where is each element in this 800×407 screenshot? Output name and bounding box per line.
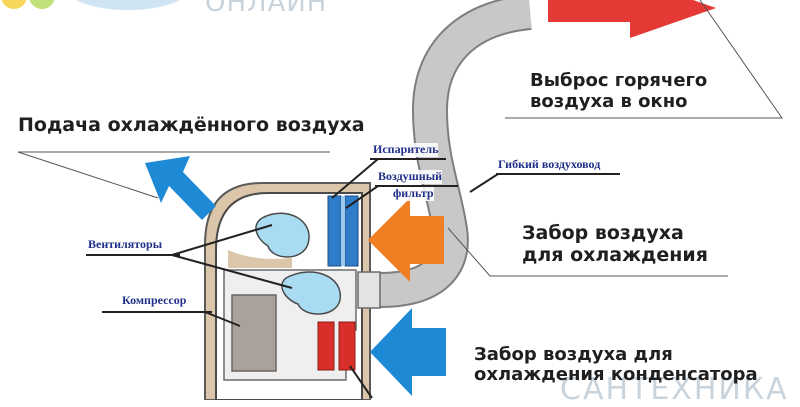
- fans-label: Вентиляторы: [88, 237, 163, 252]
- supply-cooled-air-heading: Подача охлаждённого воздуха: [18, 114, 365, 136]
- air-filter: [341, 196, 345, 266]
- intake-cooling-heading-line2: для охлаждения: [522, 244, 708, 266]
- exhaust-heading-line1: Выброс горячего: [530, 70, 708, 91]
- exhaust-heading-line2: воздуха в окно: [530, 91, 688, 112]
- condenser-plate-2: [338, 321, 356, 371]
- condenser-intake-arrow: [370, 308, 446, 396]
- fan-upper: [255, 212, 310, 258]
- fans-leader-lower: [171, 254, 293, 289]
- intake-condenser-heading-line1: Забор воздуха для: [474, 344, 673, 365]
- compressor-leader: [204, 311, 241, 327]
- flexible-duct-label: Гибкий воздуховод: [498, 157, 601, 172]
- intake-cooling-pointer-line: [447, 227, 728, 277]
- fans-leader-upper: [171, 224, 273, 256]
- evaporator-label: Испаритель: [373, 142, 439, 157]
- watermark-top: ОНЛАЙН: [205, 0, 328, 18]
- evaporator-plate-1: [327, 195, 342, 267]
- intake-condenser-heading-line2: охлаждения конденсатора: [474, 364, 758, 385]
- fan-lower: [281, 271, 341, 315]
- logo-blob-blue: [76, 0, 180, 10]
- cooling-intake-arrow: [368, 198, 444, 282]
- air-filter-label-line2: фильтр: [393, 186, 434, 201]
- condenser-plate-1: [317, 321, 335, 371]
- compressor-body: [231, 294, 277, 372]
- hot-air-exhaust-arrow: [548, 0, 716, 38]
- intake-cooling-heading-line1: Забор воздуха: [522, 222, 684, 244]
- filter-leader: [345, 185, 379, 209]
- condenser-leader: [349, 365, 373, 399]
- cold-air-supply-arrow: [145, 156, 216, 220]
- air-filter-label-line1: Воздушный: [378, 169, 443, 184]
- inner-panel: [228, 250, 292, 268]
- compressor-label: Компрессор: [122, 293, 187, 308]
- logo-dot-green: [29, 0, 55, 9]
- exhaust-port: [357, 271, 381, 309]
- exhaust-pointer-line: [505, 0, 783, 119]
- flexible-duct: [379, 0, 532, 306]
- duct-leader: [469, 173, 499, 193]
- logo-dot-yellow: [1, 0, 27, 9]
- evaporator-leader: [331, 158, 379, 199]
- supply-pointer-line: [17, 151, 159, 199]
